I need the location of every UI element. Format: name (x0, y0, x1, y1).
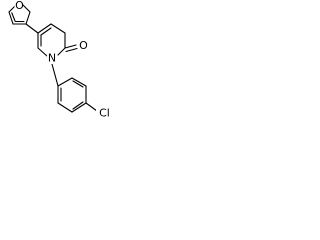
bond (37, 47, 48, 57)
pyridinone-ring (37, 23, 78, 57)
double-bond (11, 12, 16, 22)
atom-ring-nitrogen: N (47, 52, 57, 65)
bond (71, 77, 87, 87)
bond (22, 4, 31, 13)
carbonyl-bond (65, 47, 78, 53)
bond (50, 23, 66, 34)
chlorophenyl-ring (57, 77, 98, 113)
atom-furan-oxygen: O (14, 0, 24, 12)
double-bond (40, 27, 52, 36)
bond (37, 23, 52, 34)
atom-chlorine: Cl (96, 107, 112, 120)
double-bond (72, 80, 84, 88)
atom-label: Cl (99, 107, 110, 120)
bond (71, 102, 87, 113)
bond (25, 11, 31, 25)
chemical-structure: O O N Cl (8, 0, 112, 120)
atom-label: O (15, 0, 24, 12)
bond (57, 47, 66, 56)
double-bond (72, 101, 84, 110)
bond (57, 77, 73, 87)
atom-carbonyl-oxygen: O (79, 39, 88, 52)
atom-label: N (48, 52, 56, 65)
bond (85, 102, 98, 112)
bond (25, 23, 39, 34)
atom-label: O (79, 39, 88, 52)
bond (51, 63, 59, 87)
bond (57, 102, 73, 113)
bond (8, 11, 14, 25)
carbonyl-bond (64, 44, 77, 49)
